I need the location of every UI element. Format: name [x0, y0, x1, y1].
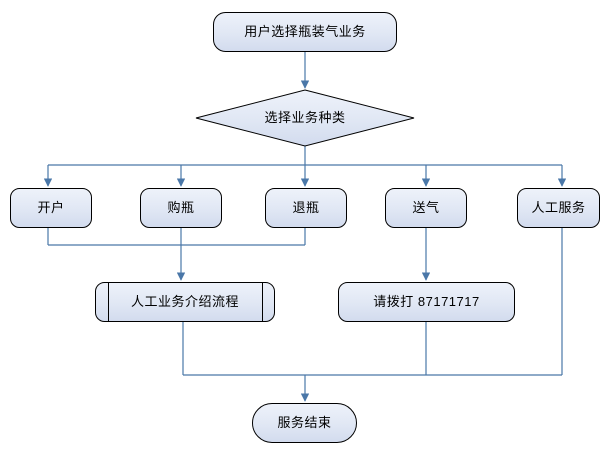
node-proc-intro-inner [108, 282, 263, 322]
node-opt1[interactable] [10, 188, 92, 228]
node-opt3[interactable] [265, 188, 347, 228]
node-decision[interactable] [195, 89, 415, 147]
node-opt5[interactable] [517, 188, 600, 228]
node-start[interactable] [213, 12, 397, 52]
node-end[interactable] [252, 403, 357, 443]
node-opt4[interactable] [385, 188, 467, 228]
node-proc-call[interactable] [338, 282, 515, 322]
node-opt2[interactable] [140, 188, 222, 228]
